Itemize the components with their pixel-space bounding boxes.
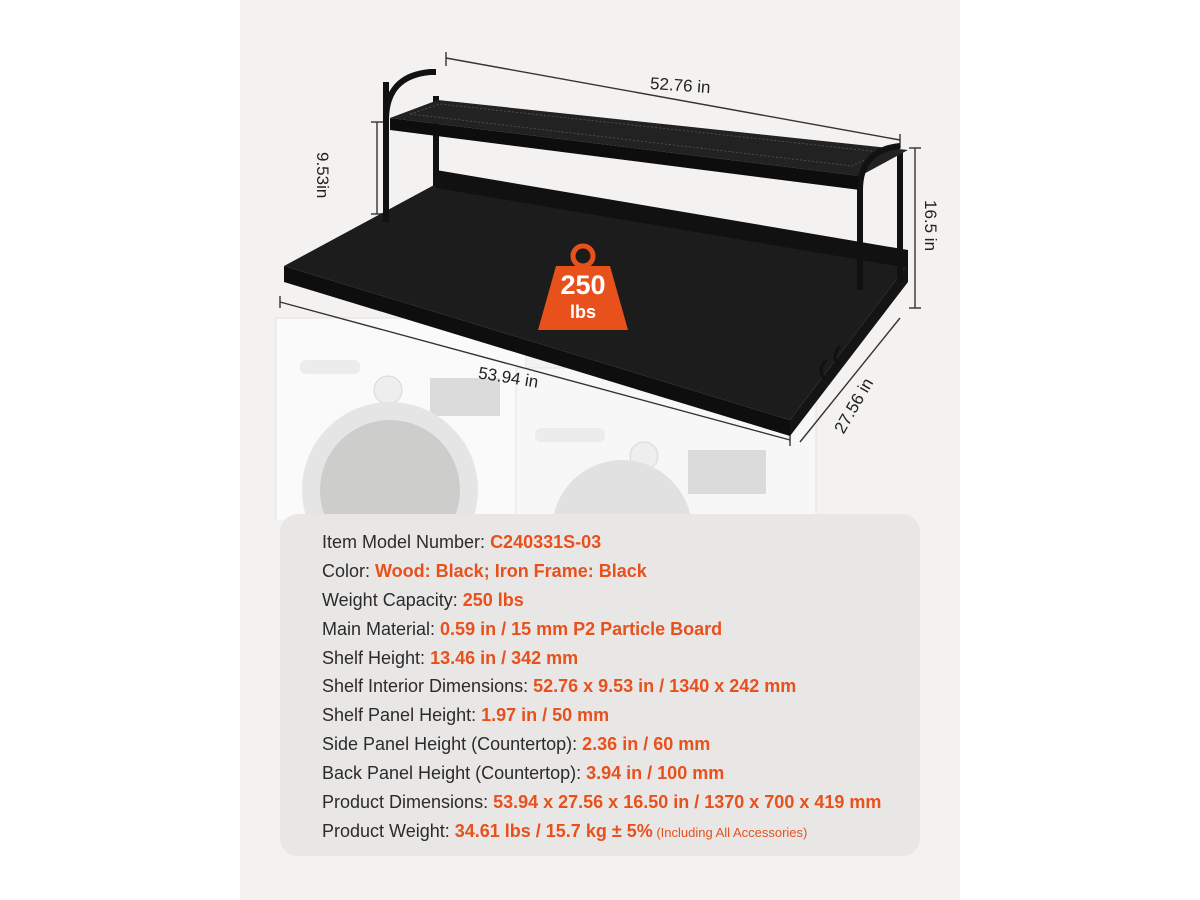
spec-row-interior: Shelf Interior Dimensions: 52.76 x 9.53 … <box>322 672 881 701</box>
dimension-shelf-height: 9.53in <box>313 152 332 199</box>
spec-label: Back Panel Height (Countertop): <box>322 763 587 784</box>
spec-value: Wood: Black; Iron Frame: Black <box>375 560 647 581</box>
spec-label: Shelf Height: <box>322 647 431 668</box>
spec-value: C240331S-03 <box>490 532 602 552</box>
spec-label: Shelf Panel Height: <box>322 705 482 726</box>
spec-list: Item Model Number: C240331S-03 Color: Wo… <box>322 528 881 846</box>
spec-row-shelf-height: Shelf Height: 13.46 in / 342 mm <box>322 644 881 673</box>
spec-label: Product Dimensions: <box>322 792 494 813</box>
spec-label: Shelf Interior Dimensions: <box>322 676 534 697</box>
spec-value: 2.36 in / 60 mm <box>582 734 711 755</box>
dimension-total-height: 16.5 in <box>921 200 940 252</box>
shelf-rack <box>284 69 908 436</box>
spec-label: Item Model Number: <box>322 532 491 552</box>
spec-value: 0.59 in / 15 mm P2 Particle Board <box>440 618 723 639</box>
spec-label: Weight Capacity: <box>322 589 463 610</box>
spec-value: 3.94 in / 100 mm <box>586 763 725 784</box>
spec-row-color: Color: Wood: Black; Iron Frame: Black <box>322 557 881 586</box>
spec-value: 1.97 in / 50 mm <box>481 705 610 726</box>
product-canvas: 52.76 in 9.53in 16.5 in 53.94 in 27.56 i… <box>240 0 960 900</box>
spec-label: Side Panel Height (Countertop): <box>322 734 583 755</box>
spec-label: Color: <box>322 560 376 581</box>
spec-row-side-panel: Side Panel Height (Countertop): 2.36 in … <box>322 730 881 759</box>
spec-value: 250 lbs <box>462 589 524 610</box>
spec-value: 53.94 x 27.56 x 16.50 in / 1370 x 700 x … <box>493 792 882 813</box>
spec-card: Item Model Number: C240331S-03 Color: Wo… <box>280 514 920 856</box>
spec-row-weight: Product Weight: 34.61 lbs / 15.7 kg ± 5%… <box>322 817 881 846</box>
spec-label: Main Material: <box>322 618 441 639</box>
spec-note: (Including All Accessories) <box>652 824 808 840</box>
spec-row-back-panel: Back Panel Height (Countertop): 3.94 in … <box>322 759 881 788</box>
spec-row-capacity: Weight Capacity: 250 lbs <box>322 586 881 615</box>
dimension-lines <box>279 52 921 446</box>
spec-row-material: Main Material: 0.59 in / 15 mm P2 Partic… <box>322 615 881 644</box>
spec-value: 13.46 in / 342 mm <box>430 647 579 668</box>
spec-row-model: Item Model Number: C240331S-03 <box>322 528 881 557</box>
weight-badge-shape <box>538 243 628 330</box>
spec-value: 52.76 x 9.53 in / 1340 x 242 mm <box>533 676 797 697</box>
spec-label: Product Weight: <box>322 820 455 841</box>
dimension-width-top: 52.76 in <box>649 73 712 98</box>
weight-badge: 250 lbs <box>538 240 628 332</box>
product-illustration <box>275 52 921 520</box>
spec-row-dimensions: Product Dimensions: 53.94 x 27.56 x 16.5… <box>322 788 881 817</box>
spec-row-shelf-panel: Shelf Panel Height: 1.97 in / 50 mm <box>322 701 881 730</box>
weight-badge-number: 250 <box>560 270 606 300</box>
weight-badge-unit: lbs <box>569 302 596 322</box>
spec-value: 34.61 lbs / 15.7 kg ± 5% <box>454 820 653 841</box>
